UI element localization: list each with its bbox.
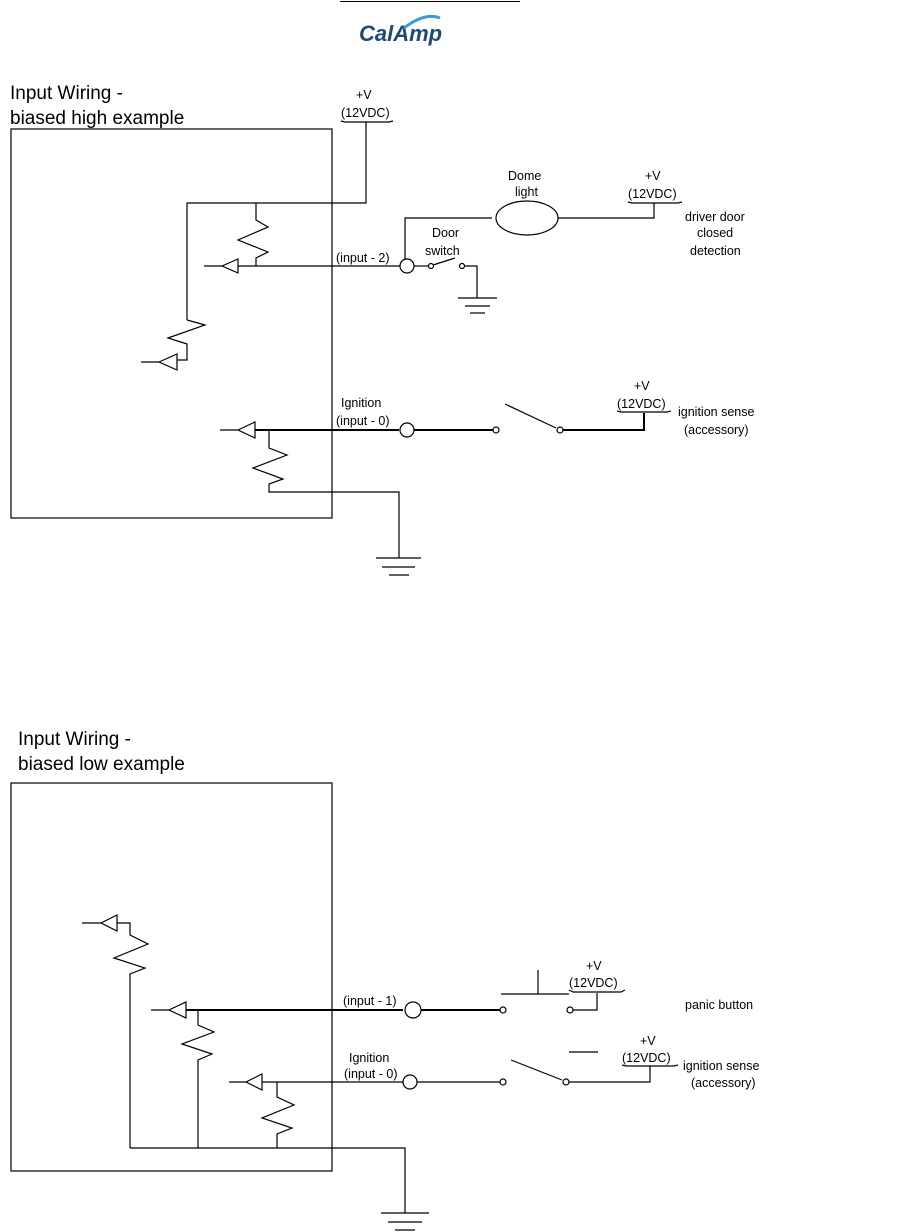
top-buffer-input0 [236,421,256,439]
top-title-line1: Input Wiring - [10,83,123,104]
top-pulldown-wire [251,430,400,558]
bottom-input1-label: (input - 1) [343,994,397,1008]
calamp-logo: CalAmp [340,1,520,46]
bottom-supply-panic-12vdc: (12VDC) [569,976,618,990]
bottom-ground-bus [130,1147,406,1213]
logo-text: CalAmp [359,21,442,46]
top-main-ground-icon [376,557,421,576]
bottom-note-ign-1: ignition sense [683,1059,759,1073]
note-door-1: driver door [685,210,745,224]
note-door-2: closed [697,226,733,240]
bottom-device-box [10,782,333,1172]
top-supply-dome-12vdc: (12VDC) [628,187,677,201]
top-supply-ign-v: +V [634,379,650,393]
door-switch-contact-b [458,262,466,270]
bottom-ign-contact-b [562,1078,570,1086]
panic-button-icon [501,970,569,995]
top-ign-switch-contact-a [492,426,500,434]
top-supply-main-v: +V [356,88,372,102]
bottom-buffer-unused [99,914,118,932]
top-note-ign-2: (accessory) [684,423,749,437]
panic-contact-a [499,1006,507,1014]
bottom-title-line1: Input Wiring - [18,729,131,750]
dome-light-label-1: Dome [508,169,541,183]
bottom-diagram: Input Wiring - biased low example (input… [10,729,759,1231]
door-switch-label-2: switch [425,244,460,258]
top-ign-switch-lever [504,403,557,429]
top-supply-ign-12vdc: (12VDC) [617,397,666,411]
bottom-ignition-label-1: Ignition [349,1051,389,1065]
bottom-resistor-input1 [180,1010,216,1148]
top-ign-switch-contact-b [556,426,564,434]
top-supply-dome-v: +V [645,169,661,183]
top-resistor-unused [166,319,208,361]
top-diagram: Input Wiring - biased high example +V (1… [10,83,754,576]
top-pullup-wire [186,122,367,320]
top-note-ign-1: ignition sense [678,405,754,419]
top-supply-main-12vdc: (12VDC) [341,106,390,120]
top-resistor-input2 [236,203,270,266]
bottom-resistor-input0 [260,1082,296,1148]
bottom-ign-contact-a [499,1078,507,1086]
note-door-3: detection [690,244,741,258]
bottom-note-ign-2: (accessory) [691,1076,756,1090]
bottom-supply-ign-12vdc: (12VDC) [622,1051,671,1065]
bottom-title-line2: biased low example [18,754,185,775]
bottom-input1-terminal [404,1001,422,1019]
bottom-supply-panic-v: +V [586,959,602,973]
door-switch-lever [432,257,456,266]
door-switch-label-1: Door [432,226,459,240]
dome-light-label-2: light [515,185,538,199]
top-input0-terminal [399,422,415,438]
top-ignition-label-1: Ignition [341,396,381,410]
top-device-box [10,128,333,519]
bottom-ign-switch-lever [510,1059,563,1081]
bottom-resistor-unused [112,922,150,1148]
door-switch-contact-a [427,262,435,270]
bottom-ignition-label-2: (input - 0) [344,1067,398,1081]
bottom-supply-ign-v: +V [640,1034,656,1048]
top-input2-label: (input - 2) [336,251,390,265]
note-panic: panic button [685,998,753,1012]
logo-swoosh-icon [403,14,441,30]
top-ignition-label-2: (input - 0) [336,414,390,428]
top-input2-terminal [399,258,415,274]
bottom-buffer-input0 [244,1073,263,1091]
dome-light-icon [495,200,559,236]
bottom-buffer-input1 [167,1001,187,1019]
top-title-line2: biased high example [10,108,184,129]
panic-contact-b [566,1006,574,1014]
top-buffer-input2 [220,258,239,274]
bottom-ground-icon [381,1212,429,1231]
top-buffer-unused [157,353,178,371]
bottom-input0-terminal [402,1074,418,1090]
top-door-ground-icon [458,297,497,314]
